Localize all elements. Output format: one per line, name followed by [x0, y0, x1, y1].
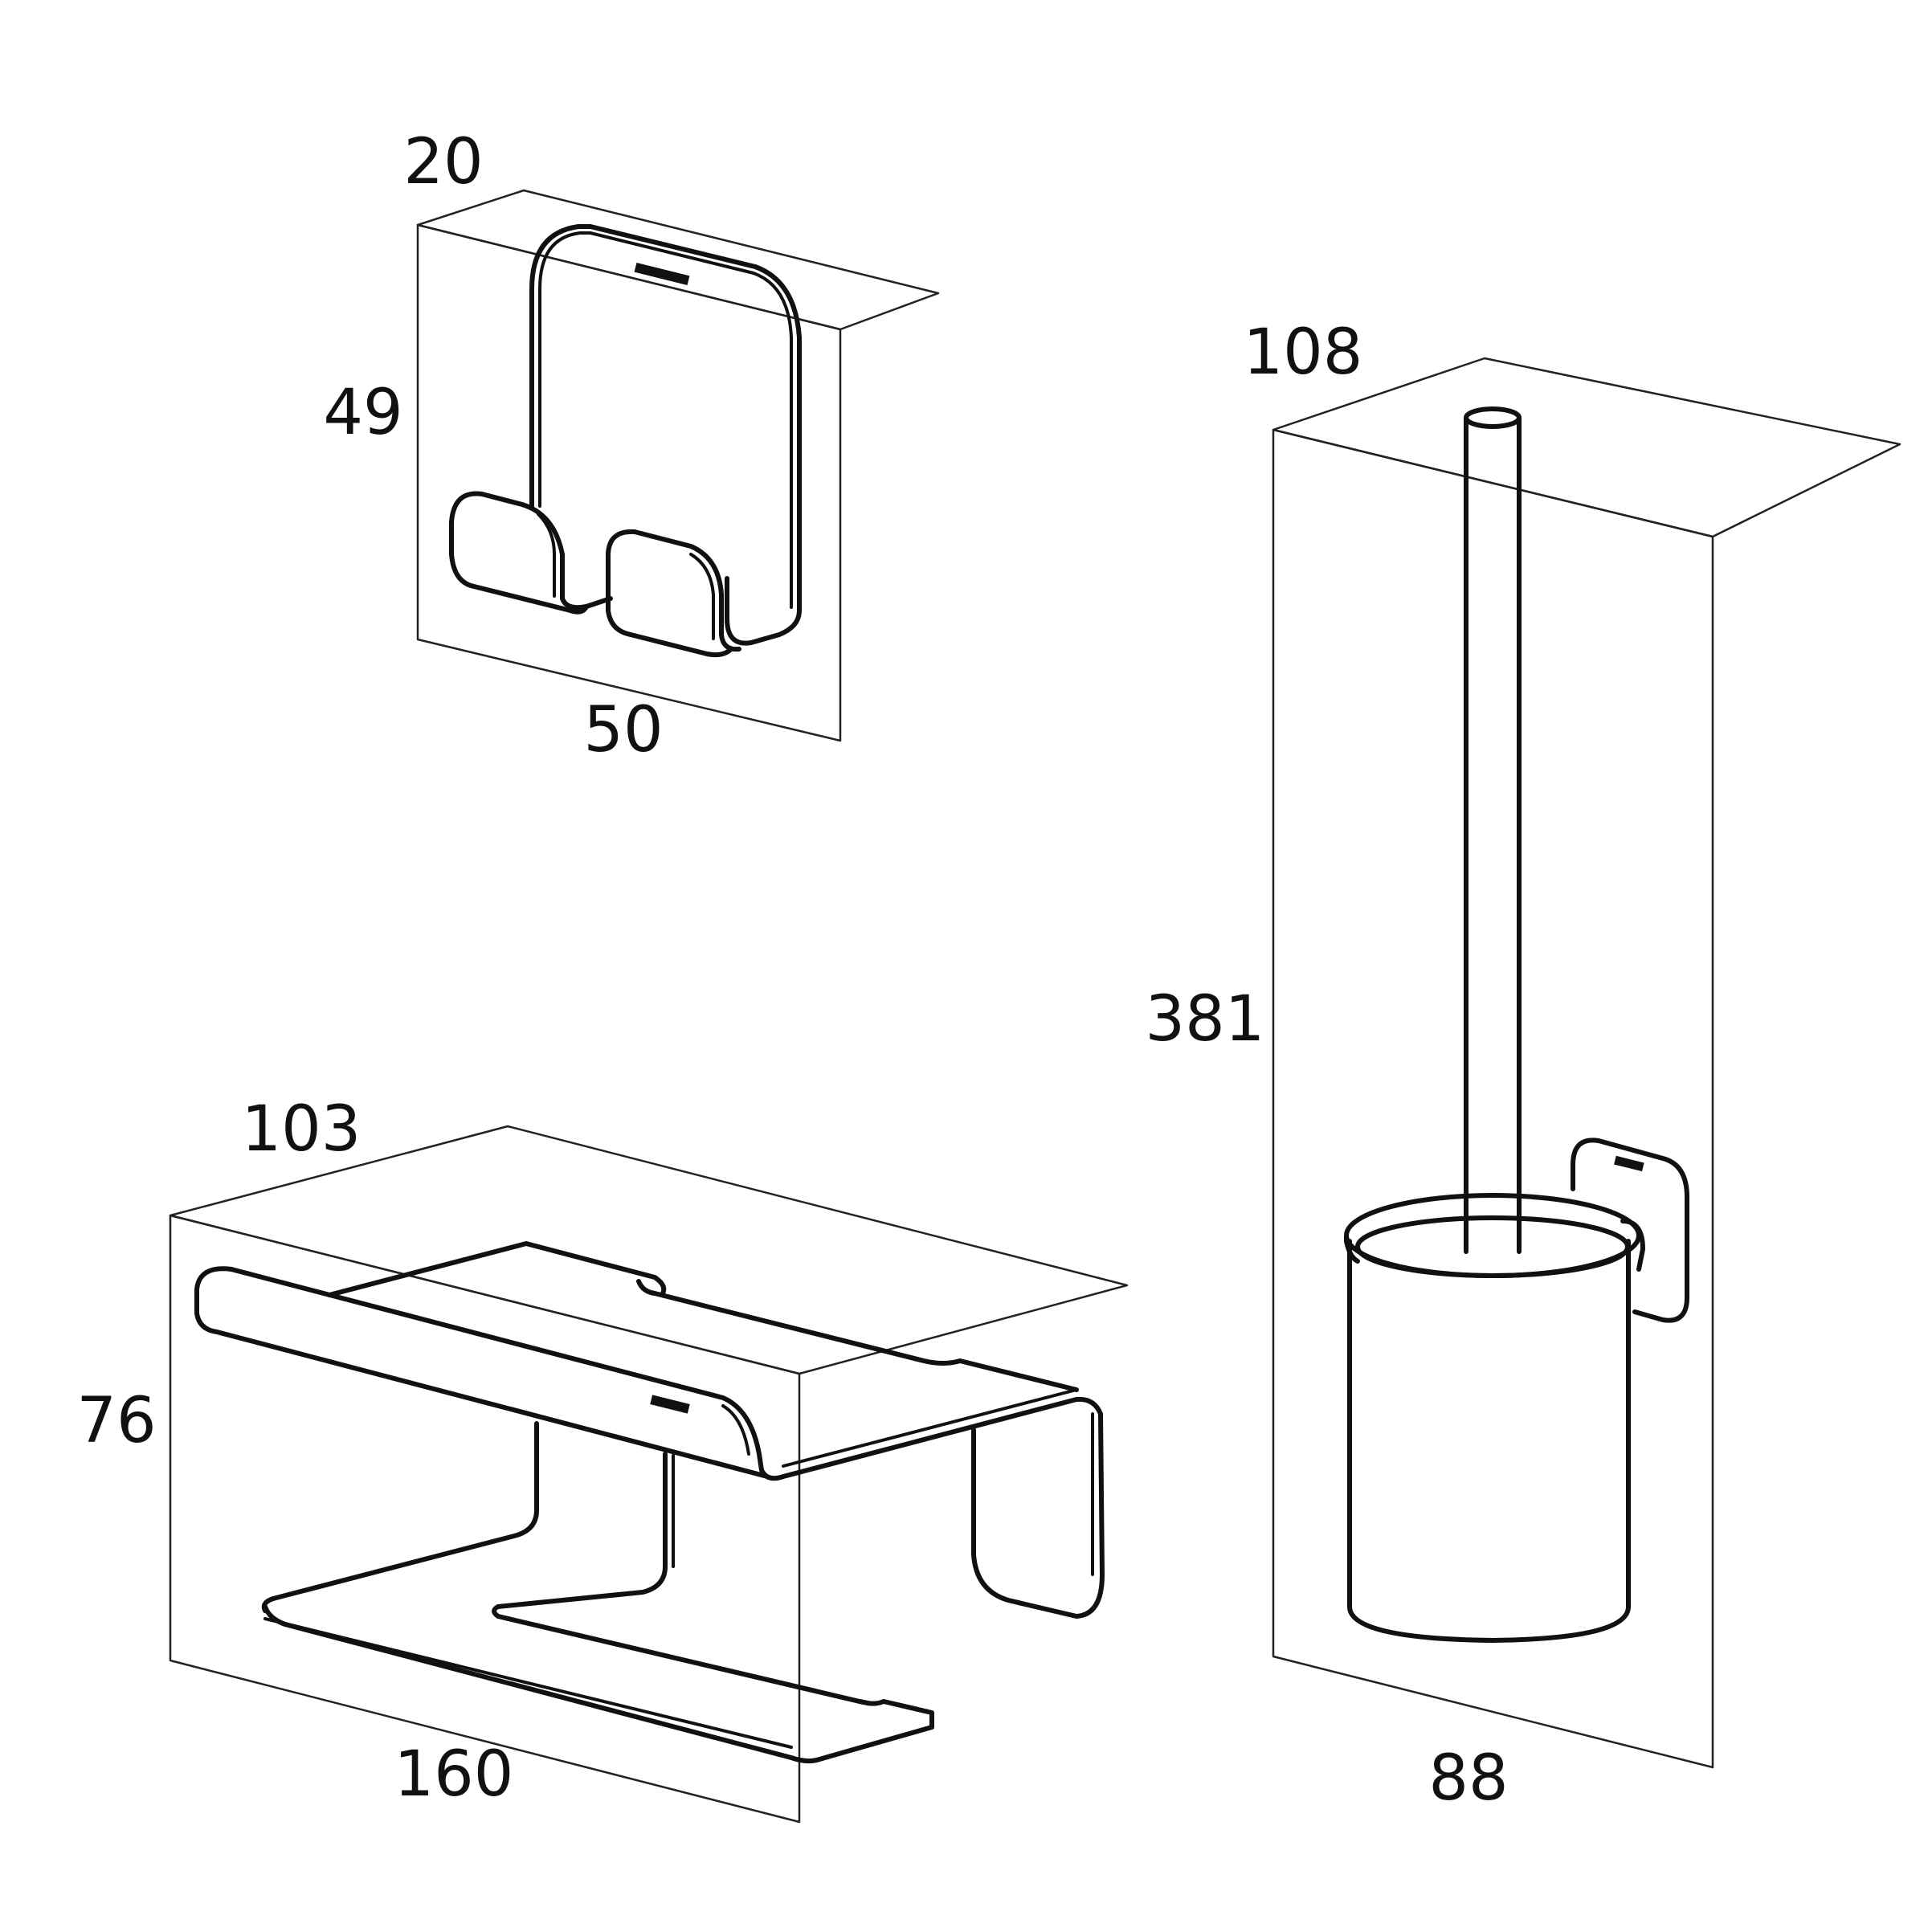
double-hook-drawing: 20 49 50 [323, 126, 940, 766]
toilet-brush-holder-width-label: 88 [1428, 1742, 1508, 1815]
double-hook-height-label: 49 [323, 377, 402, 449]
toilet-brush-holder-drawing: 108 381 88 [1146, 317, 1901, 1815]
toilet-roll-holder-width-label: 160 [394, 1738, 514, 1811]
double-hook-product [449, 224, 802, 658]
toilet-roll-holder-drawing: 103 76 160 [76, 1093, 1129, 1824]
toilet-roll-holder-bounding-box [169, 1125, 1129, 1824]
double-hook-depth-label: 20 [403, 126, 483, 198]
double-hook-width-label: 50 [583, 694, 663, 766]
toilet-roll-holder-height-label: 76 [76, 1385, 156, 1457]
toilet-brush-holder-height-label: 381 [1146, 983, 1265, 1056]
toilet-roll-holder-product [194, 1241, 1105, 1764]
double-hook-bounding-box [416, 189, 940, 742]
toilet-roll-holder-depth-label: 103 [242, 1093, 362, 1166]
toilet-brush-holder-product [1344, 406, 1689, 1643]
toilet-brush-holder-depth-label: 108 [1244, 317, 1363, 389]
toilet-brush-holder-bounding-box [1272, 357, 1901, 1769]
